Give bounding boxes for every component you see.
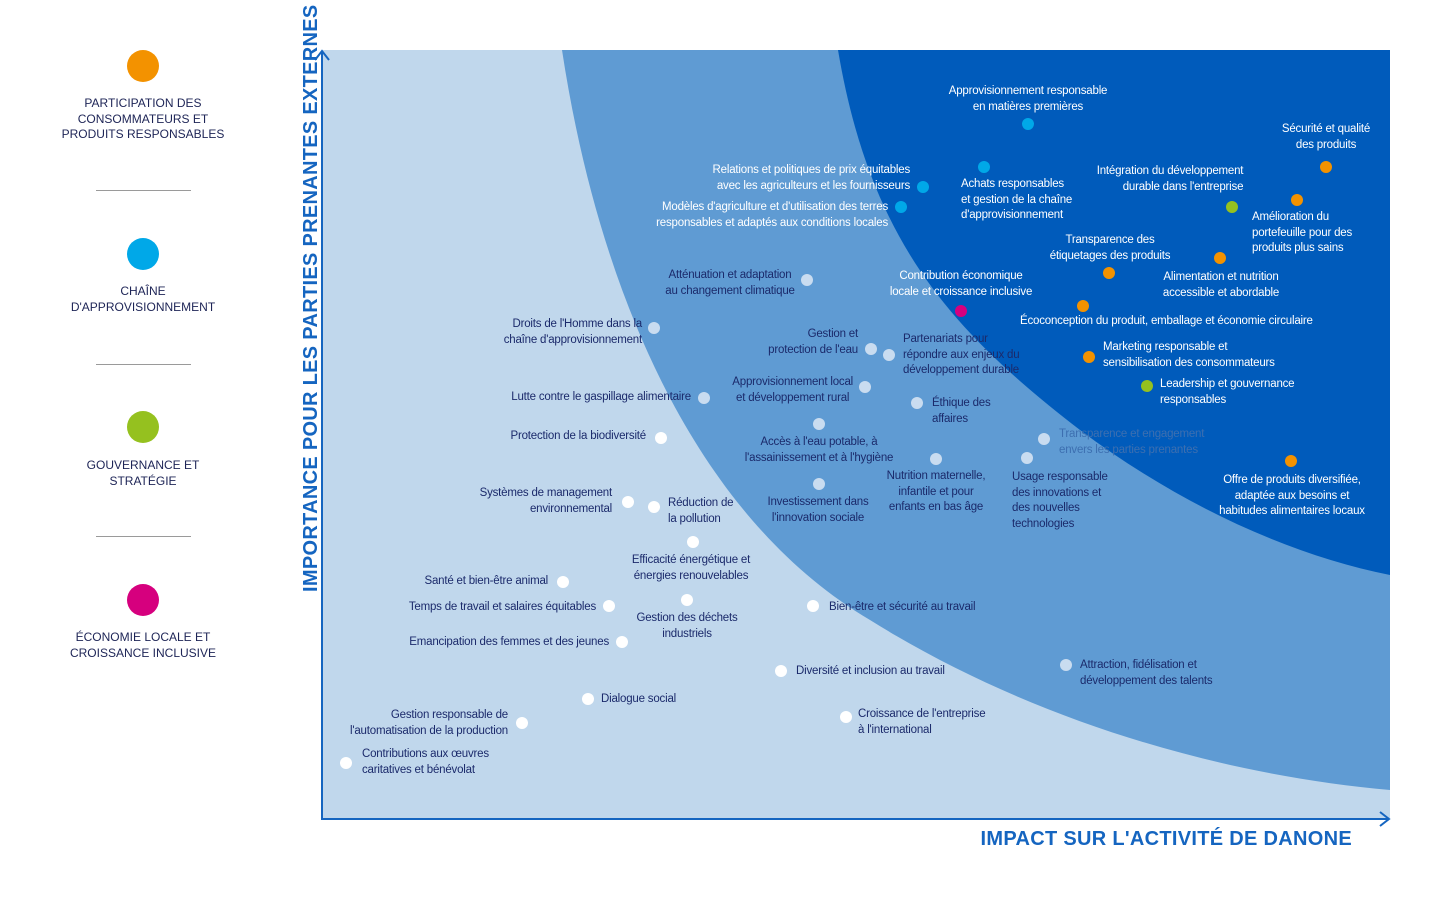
issue-dot [622,496,634,508]
issue-dot [616,636,628,648]
issue-label: Achats responsables et gestion de la cha… [961,178,1073,221]
issue-label: Contribution économique locale et croiss… [889,270,1033,298]
issue-label: Relations et politiques de prix équitabl… [712,164,911,192]
issue-label: Réduction de la pollution [668,497,734,525]
issue-dot [813,418,825,430]
issue-label: Modèles d'agriculture et d'utilisation d… [656,201,888,229]
issue-dot [687,536,699,548]
issue-label: Croissance de l'entreprise à l'internati… [858,708,986,736]
issue-label: Santé et bien-être animal [424,575,549,587]
issue-dot [807,600,819,612]
issue-dot [648,501,660,513]
issue-dot [1320,161,1332,173]
issue-dot [603,600,615,612]
issue-dot [516,717,528,729]
issue-dot [978,161,990,173]
issue-label: Attraction, fidélisation et développemen… [1080,659,1213,687]
issue-dot [648,322,660,334]
issue-dot [813,478,825,490]
issue-label: Contributions aux œuvres caritatives et … [362,748,489,776]
issue-dot [655,432,667,444]
issue-label: Efficacité énergétique et énergies renou… [631,554,751,582]
issue-dot [1021,452,1033,464]
issue-dot [1060,659,1072,671]
issue-label: Protection de la biodiversité [510,430,647,442]
issue-label: Temps de travail et salaires équitables [408,601,596,613]
issue-dot [1038,433,1050,445]
issue-label: Lutte contre le gaspillage alimentaire [511,391,691,403]
issue-dot [681,594,693,606]
issue-dot [883,349,895,361]
issue-dot [1083,351,1095,363]
issue-dot [1022,118,1034,130]
legend-label-governance: Gouvernance et stratégie [86,458,200,488]
issue-dot [917,181,929,193]
issue-dot [840,711,852,723]
issue-label: Marketing responsable et sensibilisation… [1103,341,1275,369]
issue-label: Éthique des affaires [932,397,991,425]
issue-dot [1226,201,1238,213]
issue-label: Alimentation et nutrition accessible et … [1162,271,1280,299]
legend-divider [96,536,191,537]
issue-dot [1103,267,1115,279]
x-axis-label: IMPACT SUR L'ACTIVITÉ DE DANONE [980,828,1352,850]
issue-dot [698,392,710,404]
issue-dot [1214,252,1226,264]
legend-divider [96,190,191,191]
issue-label: Droits de l'Homme dans la chaîne d'appro… [503,318,642,346]
issue-label: Atténuation et adaptation au changement … [665,269,795,297]
issue-dot [557,576,569,588]
issue-label: Partenariats pour répondre aux enjeux du… [903,333,1020,376]
issue-label: Transparence et engagement envers les pa… [1059,428,1205,456]
issue-dot [775,665,787,677]
x-axis-arrow-icon [1379,811,1391,827]
issue-dot [930,453,942,465]
y-axis-label: IMPORTANCE POUR LES PARTIES PRENANTES EX… [300,4,322,592]
issue-label: Leadership et gouvernance responsables [1160,378,1295,406]
issue-label: Nutrition maternelle, infantile et pour … [886,470,986,513]
legend-divider [96,364,191,365]
issue-label: Écoconception du produit, emballage et é… [1020,315,1313,327]
issue-label: Approvisionnement responsable en matière… [948,85,1108,113]
legend-label-consumers: Participation des consommateurs et produ… [61,96,225,141]
issue-dot [1077,300,1089,312]
issue-label: Approvisionnement local et développement… [732,376,853,404]
issue-label: Offre de produits diversifiée, adaptée a… [1219,474,1365,517]
issue-label: Intégration du développement durable dan… [1096,165,1244,193]
legend-dot-governance [127,411,159,443]
issue-dot [895,201,907,213]
issue-label: Dialogue social [601,693,676,705]
issue-dot [865,343,877,355]
issue-dot [582,693,594,705]
issue-dot [1291,194,1303,206]
issue-label: Usage responsable des innovations et des… [1012,471,1108,530]
issue-label: Gestion responsable de l'automatisation … [350,709,508,737]
issue-dot [859,381,871,393]
issue-dot [1285,455,1297,467]
legend-dot-consumers [127,50,159,82]
legend-dot-local-economy [127,584,159,616]
issue-label: Gestion des déchets industriels [636,612,738,640]
issue-dot [911,397,923,409]
issue-label: Diversité et inclusion au travail [796,665,945,677]
issue-dot [801,274,813,286]
issue-label: Amélioration du portefeuille pour des pr… [1252,211,1353,254]
issue-label: Investissement dans l'innovation sociale [767,496,869,524]
issue-dot [1141,380,1153,392]
issue-label: Transparence des étiquetages des produit… [1049,234,1171,262]
y-axis-arrow-icon [314,49,330,61]
issue-label: Bien-être et sécurité au travail [829,601,976,613]
issue-dot [955,305,967,317]
issue-label: Gestion et protection de l'eau [768,328,858,356]
legend-label-local-economy: Économie locale et croissance inclusive [69,630,217,660]
issue-label: Emancipation des femmes et des jeunes [409,636,609,648]
issue-label: Systèmes de management environnemental [479,487,613,515]
issue-label: Accès à l'eau potable, à l'assainissemen… [744,436,894,464]
zone-high [838,50,1390,575]
issue-label: Sécurité et qualité des produits [1281,123,1371,151]
legend-label-supply-chain: Chaîne d'approvisionnement [70,284,216,314]
issue-dot [340,757,352,769]
legend-dot-supply-chain [127,238,159,270]
